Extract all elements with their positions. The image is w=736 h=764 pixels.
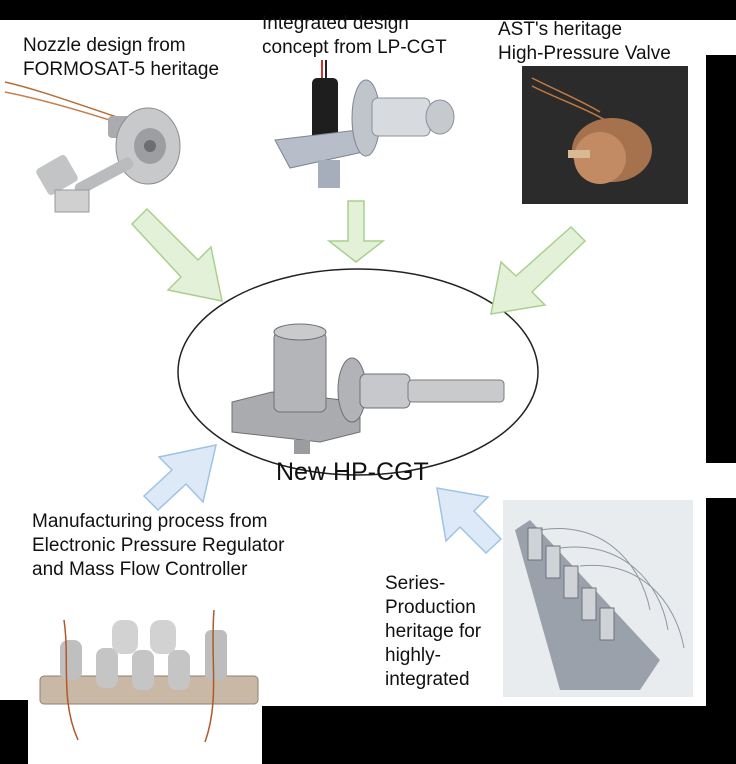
arrow-from-series — [436, 487, 503, 555]
label-nozzle-line2: FORMOSAT-5 heritage — [23, 59, 220, 80]
label-series-line5: integrated — [385, 669, 470, 690]
label-ast: AST's heritage High-Pressure Valve — [498, 18, 671, 66]
valve-photo — [522, 66, 688, 204]
black-band-top — [0, 0, 736, 20]
label-integrated-line2: concept from LP-CGT — [262, 37, 447, 58]
arrow-from-valve — [490, 225, 587, 315]
black-band-left-bottom — [0, 700, 28, 764]
center-title: New HP-CGT — [276, 458, 429, 486]
label-integrated-line1: Integrated design — [262, 13, 409, 34]
label-series: Series- Production heritage for highly- … — [385, 572, 481, 692]
label-nozzle: Nozzle design from FORMOSAT-5 heritage — [23, 34, 219, 82]
center-ellipse — [177, 268, 539, 476]
label-nozzle-line1: Nozzle design from — [23, 35, 186, 56]
arrow-from-integrated — [326, 200, 386, 263]
label-integrated: Integrated design concept from LP-CGT — [262, 12, 447, 60]
series-production-photo — [503, 500, 693, 697]
label-series-line3: heritage for — [385, 621, 482, 642]
lp-cgt-model — [274, 60, 455, 188]
regulator-photo — [39, 609, 259, 743]
label-series-line1: Series- — [385, 573, 446, 594]
label-manufacturing-line1: Manufacturing process from — [32, 511, 268, 532]
label-manufacturing: Manufacturing process from Electronic Pr… — [32, 510, 284, 582]
black-band-bottom — [262, 706, 736, 764]
label-series-line4: highly- — [385, 645, 441, 666]
label-ast-line1: AST's heritage — [498, 19, 623, 40]
arrow-from-manufacturing — [142, 444, 217, 512]
label-ast-line2: High-Pressure Valve — [498, 43, 671, 64]
nozzle-photo — [4, 81, 181, 213]
label-manufacturing-line2: Electronic Pressure Regulator — [32, 535, 285, 556]
label-manufacturing-line3: and Mass Flow Controller — [32, 559, 248, 580]
black-band-right-upper — [706, 55, 736, 463]
arrow-from-nozzle — [130, 207, 223, 302]
label-series-line2: Production — [385, 597, 476, 618]
hp-cgt-model — [231, 323, 505, 454]
